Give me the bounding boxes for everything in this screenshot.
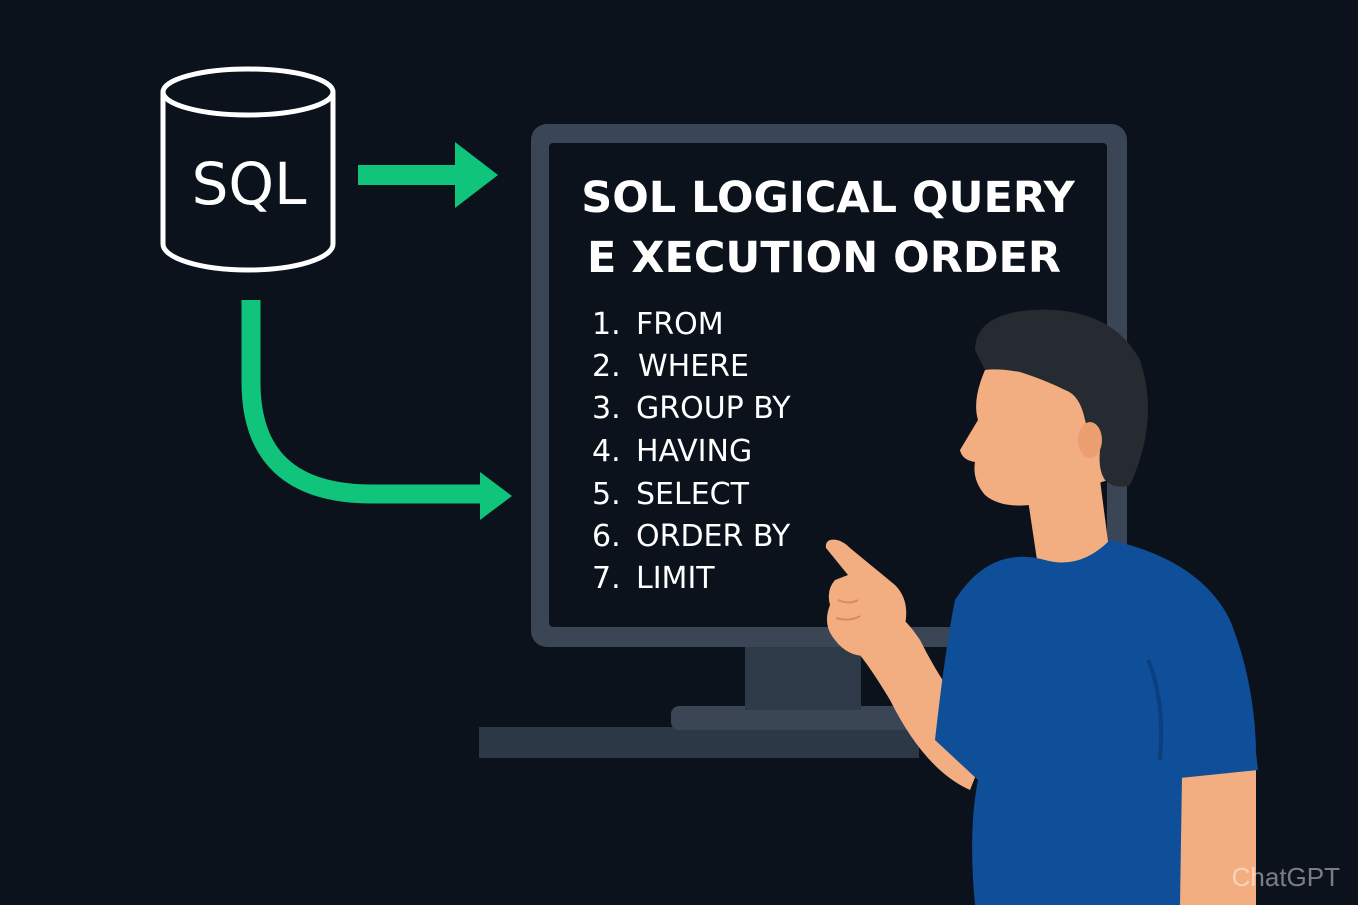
list-item: 7. LIMIT xyxy=(592,561,715,596)
monitor-base xyxy=(671,706,941,730)
screen-content: SOL LOGICAL QUERY E XECUTION ORDER 1. FR… xyxy=(581,173,1075,596)
list-item: 2. WHERE xyxy=(592,349,749,384)
database-label: SQL xyxy=(192,150,307,218)
step-label: SELECT xyxy=(636,477,750,512)
step-label: HAVING xyxy=(636,434,752,469)
database-icon: SQL xyxy=(160,66,336,273)
other-arm xyxy=(1180,770,1256,905)
list-item: 1. FROM xyxy=(592,307,724,342)
watermark-text: ChatGPT xyxy=(1232,862,1340,892)
hair xyxy=(975,309,1148,487)
person-illustration xyxy=(825,309,1258,905)
step-label: ORDER BY xyxy=(636,519,791,554)
step-number: 5. xyxy=(592,477,621,512)
sleeve xyxy=(1175,620,1258,778)
sleeve-fold xyxy=(1146,659,1164,761)
screen-title-line-1: SOL LOGICAL QUERY xyxy=(581,173,1075,223)
monitor-screen xyxy=(549,143,1107,627)
step-label: WHERE xyxy=(638,349,749,384)
list-item: 5. SELECT xyxy=(592,477,750,512)
list-item: 4. HAVING xyxy=(592,434,752,469)
step-label: GROUP BY xyxy=(636,391,791,426)
step-label: FROM xyxy=(636,307,724,342)
finger-lines xyxy=(835,599,861,621)
screen-title-line-2: E XECUTION ORDER xyxy=(587,233,1061,283)
step-number: 4. xyxy=(592,434,621,469)
pointing-hand xyxy=(825,539,907,656)
ear xyxy=(1078,422,1102,458)
arrow-right-icon xyxy=(358,142,498,208)
step-label: LIMIT xyxy=(636,561,715,596)
monitor-stand xyxy=(745,645,861,710)
list-item: 6. ORDER BY xyxy=(592,519,791,554)
monitor xyxy=(479,124,1127,758)
list-item: 3. GROUP BY xyxy=(592,391,791,426)
step-number: 6. xyxy=(592,519,621,554)
step-number: 1. xyxy=(592,307,621,342)
curved-arrow-icon xyxy=(241,300,512,520)
step-number: 7. xyxy=(592,561,621,596)
step-number: 2. xyxy=(592,349,621,384)
desk-surface xyxy=(479,727,919,758)
step-number: 3. xyxy=(592,391,621,426)
